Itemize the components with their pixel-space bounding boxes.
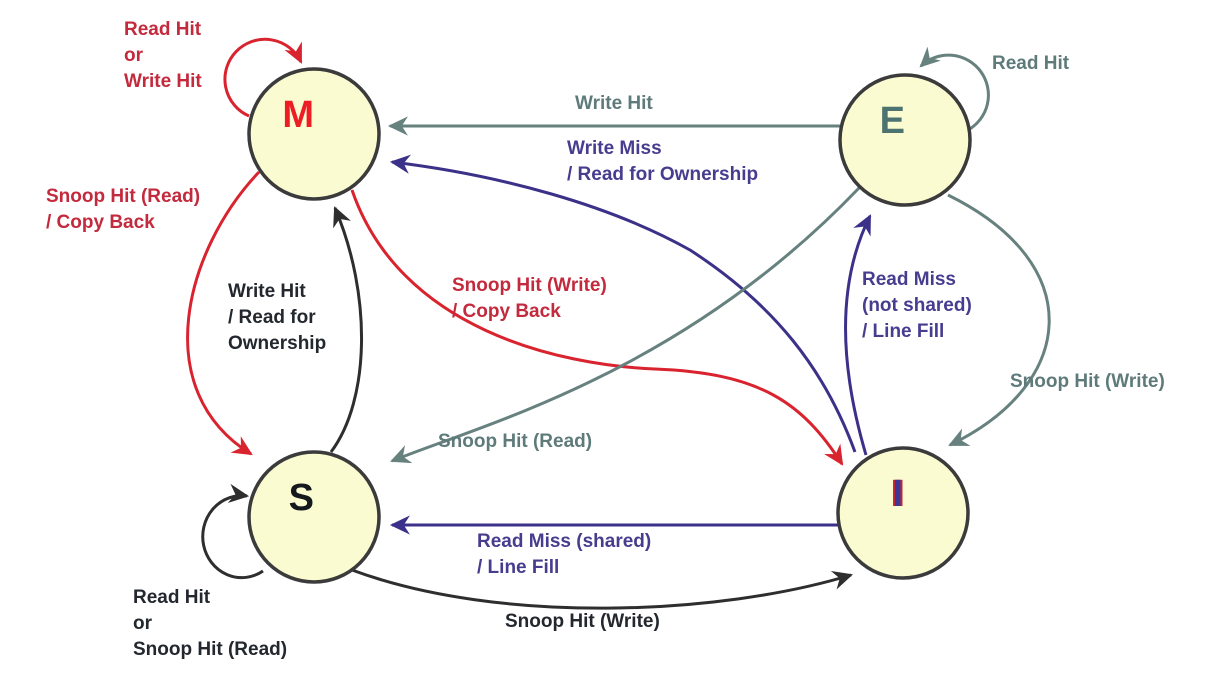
label-e-to-m-write-hit: Write Hit [575,93,653,114]
state-letter-text-m: M [282,94,314,136]
state-node-i [836,446,970,580]
state-letter-text-e: E [879,100,906,142]
edge-m-self-loop [223,37,303,118]
label-e-to-i-snoop-hit-write: Snoop Hit (Write) [1010,371,1165,392]
label-i-to-m-write-miss-read-for-ownership: Write Miss / Read for Ownership [567,138,759,185]
edge-s-self-loop [201,483,264,580]
label-m-to-s-snoop-hit-read-copy-back: Snoop Hit (Read) / Copy Back [46,186,201,233]
state-letter-text-s: S [288,477,315,519]
label-i-to-e-read-miss-not-shared-line-fill: Read Miss (not shared) / Line Fill [862,269,972,342]
state-node-e [838,73,972,207]
label-e-to-s-snoop-hit-read: Snoop Hit (Read) [438,431,593,452]
label-s-to-m-write-hit-read-for-ownership: Write Hit / Read for Ownership [228,281,327,354]
edge-s-to-i [351,568,854,610]
edge-e-to-s [390,186,861,464]
edge-m-to-i [350,189,844,466]
label-e-self-read-hit: Read Hit [992,53,1070,74]
label-s-to-i-snoop-hit-write: Snoop Hit (Write) [505,611,660,632]
state-letter-text-i: I [892,473,903,515]
label-i-to-s-read-miss-shared-line-fill: Read Miss (shared) / Line Fill [477,531,652,578]
label-s-self-read-hit-or-snoop-hit-read: Read Hit or Snoop Hit (Read) [133,587,288,660]
edge-s-to-m [329,206,364,453]
state-node-s [247,450,381,584]
edge-i-to-e [844,214,872,456]
edge-i-to-m [389,154,857,453]
label-m-self-read-or-write-hit: Read Hit or Write Hit [124,19,202,92]
edge-e-to-i [947,193,1051,447]
label-m-to-i-snoop-hit-write-copy-back: Snoop Hit (Write) / Copy Back [452,275,607,322]
edge-e-self-loop [919,46,990,132]
edge-m-to-s [186,170,261,456]
state-node-m [247,67,381,201]
